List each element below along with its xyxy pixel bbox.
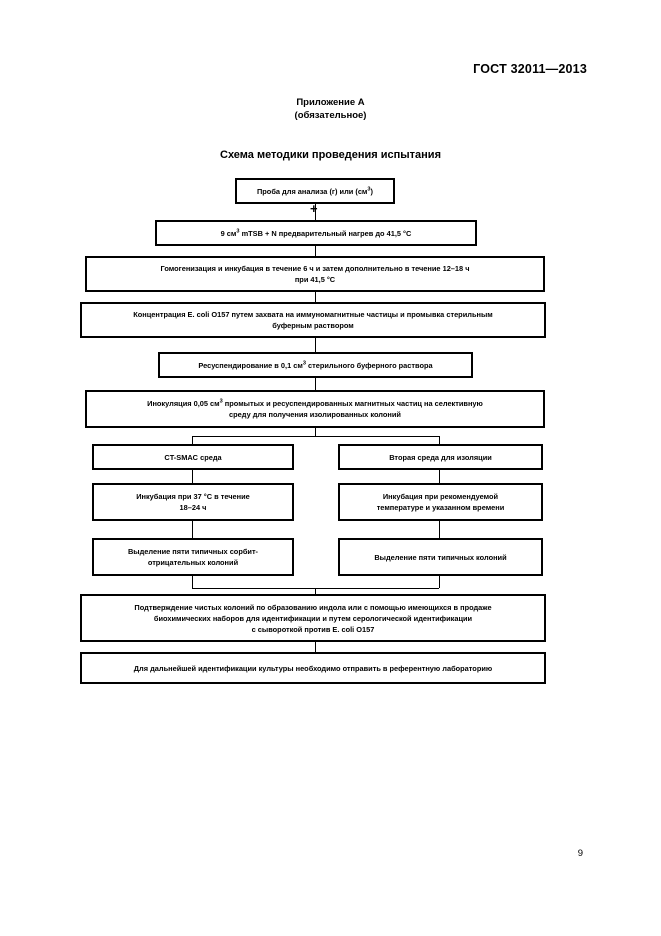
standard-header: ГОСТ 32011—2013 (473, 62, 587, 76)
flow-node-homogenization: Гомогенизация и инкубация в течение 6 ч … (85, 256, 545, 292)
flow-node-mtsb-line-1: 9 см3 mTSB + N предварительный нагрев до… (220, 228, 412, 238)
connector-isolation-typical-down (439, 576, 440, 588)
flow-node-second-medium-line-1: Вторая среда для изоляции (389, 452, 492, 462)
connector-incubation37-to-isolation-sorbitol (192, 521, 193, 539)
flow-node-concentration-line-2: буферным раствором (272, 321, 354, 330)
flow-node-confirmation-line-1: Подтверждение чистых колоний по образова… (134, 602, 492, 612)
flow-node-sample: Проба для анализа (г) или (см3) (235, 178, 395, 204)
flow-node-confirmation: Подтверждение чистых колоний по образова… (80, 594, 546, 642)
flow-node-mtsb: 9 см3 mTSB + N предварительный нагрев до… (155, 220, 477, 246)
page-title: Схема методики проведения испытания (220, 149, 441, 161)
connector-confirmation-to-reference-lab (315, 642, 316, 654)
connector-merge-to-confirmation (315, 588, 316, 596)
flow-node-incubation-recommended-line-2: температуре и указанном времени (376, 503, 505, 512)
flow-node-reference-lab: Для дальнейшей идентификации культуры не… (80, 652, 546, 684)
connector-ct-smac-to-incubation37 (192, 470, 193, 484)
flow-node-incubation-recommended: Инкубация при рекомендуемой температуре … (338, 483, 543, 521)
flow-node-ct-smac: CT-SMAC среда (92, 444, 294, 470)
flow-node-confirmation-line-2: биохимических наборов для идентификации … (153, 613, 473, 623)
connector-incubation-rec-to-isolation-typical (439, 521, 440, 539)
flow-node-isolation-sorbitol-line-1: Выделение пяти типичных сорбит- (127, 547, 259, 556)
flow-node-homogenization-line-2: при 41,5 °C (294, 275, 336, 284)
flow-node-inoculation: Инокуляция 0,05 см3 промытых и ресуспенд… (85, 390, 545, 428)
flow-node-concentration: Концентрация E. coli O157 путем захвата … (80, 302, 546, 338)
connector-isolation-sorbitol-down (192, 576, 193, 588)
flow-node-incubation-recommended-line-1: Инкубация при рекомендуемой (382, 492, 499, 501)
connector-concentration-to-resuspension (315, 338, 316, 352)
flow-node-isolation-sorbitol: Выделение пяти типичных сорбит- отрицате… (92, 538, 294, 576)
flow-node-resuspension: Ресуспендирование в 0,1 см3 стерильного … (158, 352, 473, 378)
annex-heading: Приложение А (обязательное) (0, 96, 661, 122)
flow-node-isolation-sorbitol-line-2: отрицательных колоний (147, 558, 239, 567)
connector-homogenization-to-concentration (315, 292, 316, 304)
annex-title: Приложение А (296, 97, 365, 108)
flow-node-sample-line-1: Проба для анализа (г) или (см3) (256, 186, 373, 196)
flow-node-incubation-37: Инкубация при 37 °C в течение 18–24 ч (92, 483, 294, 521)
page-number: 9 (577, 848, 583, 859)
flow-node-second-medium: Вторая среда для изоляции (338, 444, 543, 470)
flow-node-isolation-typical: Выделение пяти типичных колоний (338, 538, 543, 576)
connector-branch-right-down (439, 436, 440, 446)
connector-branch-left-down (192, 436, 193, 446)
connector-inoculation-split-bar (192, 436, 439, 437)
flow-node-confirmation-line-3: с сывороткой против E. coli O157 (251, 624, 375, 634)
flow-node-ct-smac-line-1: CT-SMAC среда (164, 452, 222, 462)
connector-inoculation-split-stem (315, 428, 316, 436)
flow-node-reference-lab-line-1: Для дальнейшей идентификации культуры не… (133, 663, 493, 673)
connector-mtsb-to-homogenization (315, 246, 316, 258)
flow-node-resuspension-line-1: Ресуспендирование в 0,1 см3 стерильного … (198, 360, 433, 370)
flow-node-inoculation-line-1: Инокуляция 0,05 см3 промытых и ресуспенд… (147, 398, 483, 408)
annex-subtitle: (обязательное) (294, 110, 367, 121)
connector-second-medium-to-incubation-rec (439, 470, 440, 484)
flow-node-homogenization-line-1: Гомогенизация и инкубация в течение 6 ч … (160, 264, 470, 273)
connector-sample-to-mtsb (315, 204, 316, 218)
flow-node-incubation-37-line-2: 18–24 ч (179, 503, 207, 512)
flow-node-inoculation-line-2: среду для получения изолированных колони… (229, 410, 401, 419)
connector-resuspension-to-inoculation (315, 378, 316, 392)
flow-node-concentration-line-1: Концентрация E. coli O157 путем захвата … (133, 310, 493, 319)
connector-plus-sign: + (310, 201, 318, 216)
flow-node-incubation-37-line-1: Инкубация при 37 °C в течение (136, 492, 250, 501)
flow-node-isolation-typical-line-1: Выделение пяти типичных колоний (374, 552, 507, 562)
